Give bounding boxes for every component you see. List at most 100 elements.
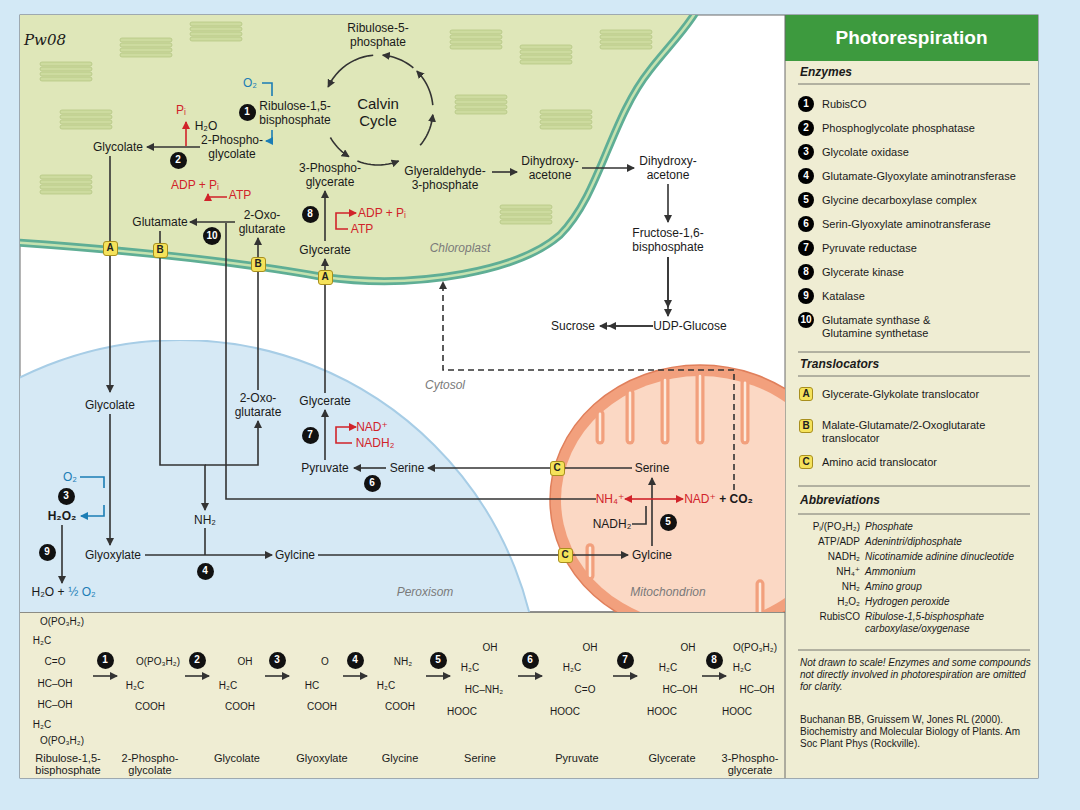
title-bar <box>785 15 1038 61</box>
reaction-arrow <box>318 554 628 556</box>
abbreviation-text: Nicotinamide adinine dinucleotide <box>865 551 1014 563</box>
granum-stack <box>540 110 592 114</box>
crista-fold <box>629 393 632 440</box>
cofactor-label: O₂ <box>243 76 257 90</box>
translocator-box: C <box>558 548 573 563</box>
abbreviation-text: NH₄⁺ <box>836 566 860 578</box>
granum-stack <box>190 27 242 31</box>
crista-fold <box>626 393 635 440</box>
metabolite-label: Dihydroxy- acetone <box>638 154 698 182</box>
reaction-arrow <box>383 55 414 68</box>
metabolite-label: NADH₂ <box>593 517 632 531</box>
title: Photorespiration <box>785 15 1038 61</box>
formula-text: OH <box>238 656 253 668</box>
cofactor-label: NAD⁺ <box>684 492 716 506</box>
reaction-arrow <box>328 55 373 87</box>
enzyme-number: 5 <box>660 514 677 531</box>
metabolite-label: Ribulose-1,5- bisphosphate <box>258 99 332 127</box>
metabolite-label: Fructose-1,6- bisphosphate <box>631 226 705 254</box>
metabolite-label: Glyeraldehyde- 3-phosphate <box>403 164 487 192</box>
formula-text: O(PO₃H₂) <box>136 656 180 668</box>
callout-number: 2 <box>194 655 200 665</box>
reaction-arrow <box>330 138 348 157</box>
metabolite-label: Glycerate <box>299 394 350 408</box>
enzyme-number: 7 <box>617 652 634 669</box>
formula-text: HOOC <box>722 706 752 718</box>
granum-stack <box>600 45 652 49</box>
compound-name: Pyruvate <box>555 752 598 764</box>
section-heading: Translocators <box>800 357 879 371</box>
enzyme-number: 7 <box>302 427 319 444</box>
cofactor-label: Pᵢ <box>176 103 186 117</box>
reaction-arrow <box>160 231 205 510</box>
reaction-arrow <box>492 171 517 173</box>
reaction-arrow <box>336 427 356 443</box>
compound-name: Glycine <box>382 752 419 764</box>
enzyme-number: 7 <box>803 243 809 253</box>
callout-number: 2 <box>175 155 181 165</box>
abbreviation-text: NADH₂ <box>828 551 860 563</box>
reaction-arrow <box>93 675 117 677</box>
granum-stack <box>520 60 572 64</box>
granum-stack <box>190 32 242 36</box>
granum-stack <box>500 210 552 214</box>
translocator-box: B <box>251 257 266 272</box>
cofactor-label: ADP + Pᵢ <box>171 178 219 192</box>
callout-number: 5 <box>665 517 671 527</box>
rule-line <box>798 84 1030 85</box>
granum-stack <box>600 30 652 34</box>
reaction-arrow <box>324 259 326 393</box>
callout-number: 6 <box>369 478 375 488</box>
callout-number: 4 <box>352 655 358 665</box>
formula-text: H₂C <box>461 662 479 674</box>
cofactor-label: ADP + Pᵢ <box>358 206 406 220</box>
granum-stack <box>190 22 242 26</box>
reaction-arrow <box>226 223 596 499</box>
granum-stack <box>455 110 507 114</box>
compartment-label: Cytosol <box>425 378 465 392</box>
granum-stack <box>600 40 652 44</box>
abbreviation-text: Phosphate <box>865 521 913 533</box>
key-panel <box>785 15 1038 778</box>
crista-fold <box>744 383 747 440</box>
mitochondrion-outline <box>550 365 785 612</box>
reaction-arrow <box>428 467 632 469</box>
formula-text: COOH <box>385 701 415 713</box>
enzyme-number: 4 <box>197 563 214 580</box>
granum-stack <box>120 48 172 52</box>
legend-text: Pyruvate reductase <box>822 242 1036 255</box>
enzyme-number: 8 <box>803 267 809 277</box>
rule-line <box>798 514 1030 515</box>
reaction-arrow <box>667 257 669 307</box>
metabolite-label: Gylcine <box>275 548 315 562</box>
translocator-letter: A <box>802 389 809 399</box>
metabolite-label: Sucrose <box>551 319 595 333</box>
metabolite-label: 2-Oxo- glutarate <box>234 391 283 419</box>
formula-text: HC–OH <box>662 684 697 696</box>
granum-stack <box>40 72 92 76</box>
crista-fold <box>589 548 592 576</box>
granum-stack <box>60 120 112 124</box>
enzyme-number: 2 <box>189 652 206 669</box>
metabolite-label: Serine <box>390 461 425 475</box>
formula-text: COOH <box>307 701 337 713</box>
cofactor-label: ½ O₂ <box>68 585 95 599</box>
reaction-arrow <box>518 675 542 677</box>
callout-number: 3 <box>63 491 69 501</box>
compound-name: Serine <box>464 752 496 764</box>
section-heading: Enzymes <box>800 65 852 79</box>
formula-text: C=O <box>575 684 596 696</box>
metabolite-label: H₂O <box>195 119 218 133</box>
reaction-arrow <box>109 156 111 392</box>
reaction-arrow <box>354 467 386 469</box>
formula-text: H₂C <box>659 662 677 674</box>
formula-text: H₂C <box>219 680 237 692</box>
reaction-arrow <box>205 421 258 465</box>
reaction-arrow <box>443 282 734 490</box>
formula-text: O <box>321 656 329 668</box>
crista-fold <box>596 414 605 440</box>
callout-number: 5 <box>435 655 441 665</box>
legend-text: Malate-Glutamate/2-Oxoglutarate transloc… <box>822 419 1022 445</box>
metabolite-label: Ribulose-5- phosphate <box>346 21 410 49</box>
